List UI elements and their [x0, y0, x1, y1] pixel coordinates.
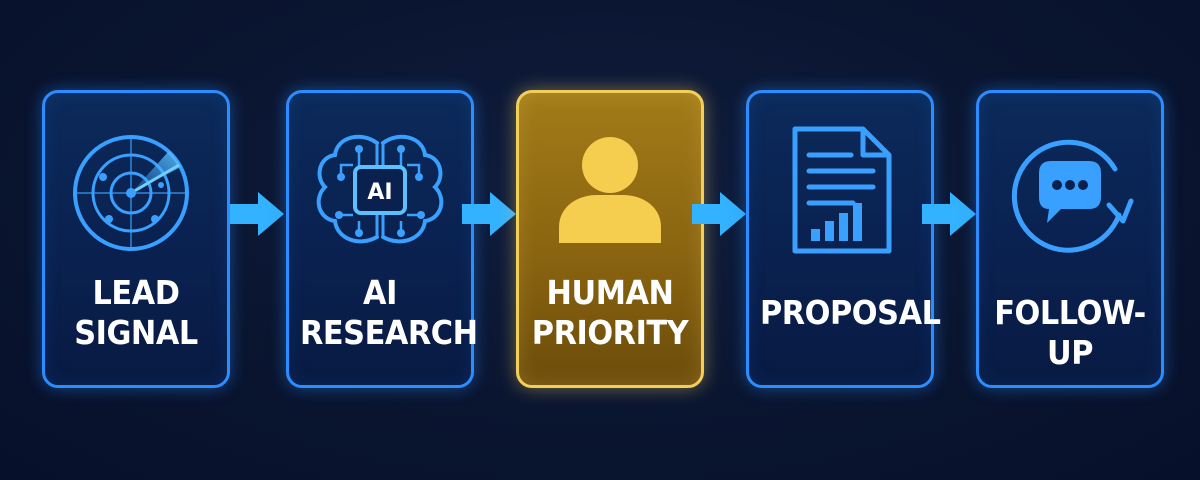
step-label: FOLLOW-UP: [990, 293, 1150, 373]
step-label-line1: FOLLOW-UP: [994, 293, 1146, 372]
step-label-line1: HUMAN: [546, 273, 674, 312]
step-human-priority: HUMAN PRIORITY: [516, 90, 704, 388]
step-ai-research: AI AI RESEARCH: [286, 90, 478, 388]
person-icon: [519, 115, 701, 265]
step-proposal: PROPOSAL: [746, 90, 941, 388]
radar-icon: [45, 115, 227, 265]
step-label: LEAD SIGNAL: [56, 273, 216, 353]
step-label-line2: RESEARCH: [299, 313, 478, 352]
step-label-line2: SIGNAL: [74, 313, 198, 352]
step-label: AI RESEARCH: [299, 273, 478, 353]
step-label: HUMAN PRIORITY: [530, 273, 690, 353]
step-follow-up: FOLLOW-UP: [976, 90, 1164, 388]
ai-chip-text: AI: [367, 180, 392, 205]
document-chart-icon: [749, 115, 931, 265]
ai-brain-icon: AI: [289, 115, 471, 265]
step-label: PROPOSAL: [759, 293, 941, 333]
arrow-right-icon: [460, 190, 518, 238]
step-lead-signal: LEAD SIGNAL: [42, 90, 230, 388]
step-label-line2: PRIORITY: [531, 313, 689, 352]
step-label-line1: AI: [363, 273, 397, 312]
chat-refresh-icon: [979, 115, 1161, 265]
arrow-right-icon: [920, 190, 978, 238]
arrow-right-icon: [690, 190, 748, 238]
step-label-line1: PROPOSAL: [759, 293, 941, 332]
arrow-right-icon: [228, 190, 286, 238]
step-label-line1: LEAD: [92, 273, 180, 312]
